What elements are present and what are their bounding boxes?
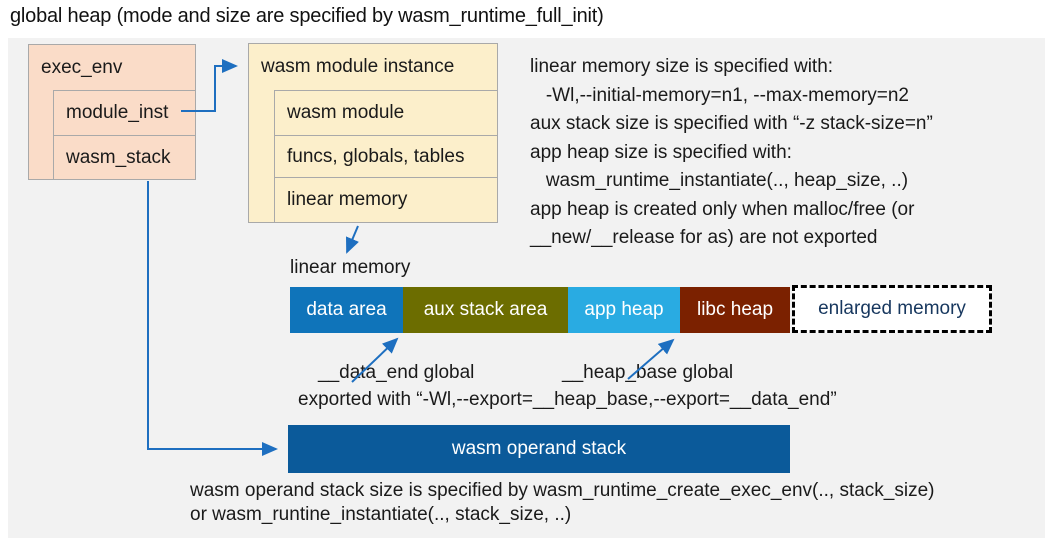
- footer-note: wasm operand stack size is specified by …: [190, 479, 935, 527]
- module-instance-row-wasm-module: wasm module: [274, 90, 498, 136]
- exec-env-row-wasm-stack: wasm_stack: [53, 135, 196, 180]
- footer-line: or wasm_runtine_instantiate(.., stack_si…: [190, 504, 572, 525]
- annotation-export-note: exported with “-Wl,--export=__heap_base,…: [298, 389, 837, 410]
- module-instance-header: wasm module instance: [261, 56, 455, 77]
- module-instance-row-linear-memory: linear memory: [274, 177, 498, 223]
- module-instance-row-funcs-globals-tables: funcs, globals, tables: [274, 135, 498, 178]
- exec-env-header: exec_env: [41, 57, 123, 78]
- segment-app-heap: app heap: [568, 287, 680, 333]
- note-line: linear memory size is specified with:: [530, 56, 834, 77]
- exec-env-row-module-inst: module_inst: [53, 90, 196, 136]
- linear-memory-caption: linear memory: [290, 257, 411, 278]
- segment-data-area: data area: [290, 287, 403, 333]
- note-line: app heap size is specified with:: [530, 141, 792, 163]
- segment-enlarged-memory: enlarged memory: [792, 285, 992, 333]
- note-line: -Wl,--initial-memory=n1, --max-memory=n2: [530, 84, 909, 106]
- annotation-heap-base: __heap_base global: [562, 362, 734, 383]
- page-title: global heap (mode and size are specified…: [10, 5, 604, 27]
- footer-line: wasm operand stack size is specified by …: [190, 480, 935, 501]
- notes-block: linear memory size is specified with: -W…: [530, 53, 933, 253]
- note-line: __new/__release for as) are not exported: [530, 227, 878, 248]
- note-line: app heap is created only when malloc/fre…: [530, 198, 915, 220]
- segment-aux-stack-area: aux stack area: [403, 287, 568, 333]
- segment-libc-heap: libc heap: [680, 287, 790, 333]
- annotation-data-end: __data_end global: [318, 362, 475, 383]
- operand-stack-bar: wasm operand stack: [288, 425, 790, 473]
- note-line: wasm_runtime_instantiate(.., heap_size, …: [530, 170, 909, 191]
- note-line: aux stack size is specified with “-z sta…: [530, 113, 933, 134]
